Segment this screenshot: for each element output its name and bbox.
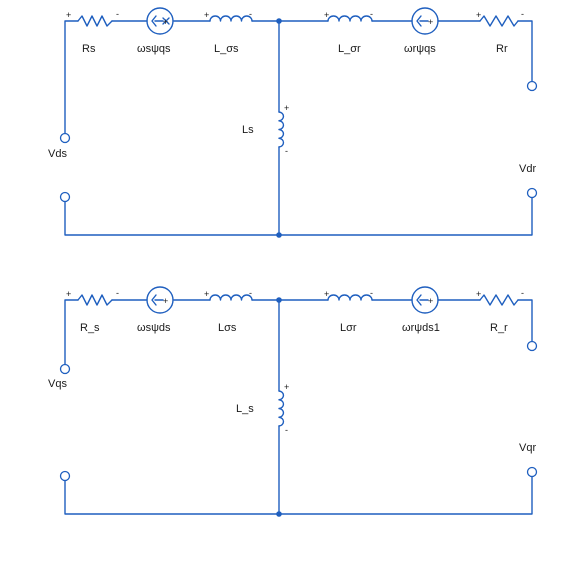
junction-node-top[interactable]: [276, 18, 282, 24]
label-rs: R_s: [80, 322, 100, 334]
wire-stator-left[interactable]: [64, 299, 79, 365]
terminal-stator-bottom[interactable]: [59, 470, 71, 482]
lsig-s-minus: -: [249, 288, 252, 298]
label-magnetizing: L_s: [236, 403, 254, 415]
label-v-stator: Vqs: [48, 378, 67, 390]
lsig-s-minus: -: [249, 9, 252, 19]
label-source-stator: ωsψqs: [137, 43, 171, 55]
terminal-rotor-top[interactable]: [526, 340, 538, 352]
lm-plus: +: [284, 382, 289, 392]
d-axis-wires: [64, 20, 533, 236]
lsig-r-minus: -: [370, 288, 373, 298]
inductor-lsig-r[interactable]: [327, 294, 373, 301]
inductor-lsig-s[interactable]: [209, 15, 253, 22]
resistor-rr[interactable]: [479, 15, 519, 27]
source-plus-icon: +: [428, 296, 433, 306]
lsig-r-plus: +: [324, 289, 329, 299]
wire-bottom-return[interactable]: [64, 475, 533, 515]
rs-minus: -: [116, 9, 119, 19]
lm-minus: -: [285, 146, 288, 156]
label-source-rotor: ωrψqs: [404, 43, 436, 55]
lsig-s-plus: +: [204, 10, 209, 20]
label-v-stator: Vds: [48, 148, 67, 160]
controlled-source-rotor[interactable]: +: [411, 286, 439, 314]
resistor-rs[interactable]: [77, 294, 113, 306]
terminal-rotor-top[interactable]: [526, 80, 538, 92]
junction-node-bottom[interactable]: [276, 511, 282, 517]
inductor-lsig-s[interactable]: [209, 294, 253, 301]
terminal-rotor-bottom[interactable]: [526, 187, 538, 199]
rr-minus: -: [521, 9, 524, 19]
label-source-stator: ωsψds: [137, 322, 171, 334]
rr-minus: -: [521, 288, 524, 298]
label-source-rotor: ωrψds1: [402, 322, 440, 334]
terminal-stator-bottom[interactable]: [59, 191, 71, 203]
label-v-rotor: Vqr: [519, 442, 536, 454]
label-lsig-s: L_σs: [214, 43, 239, 55]
wire-rotor-right[interactable]: [517, 299, 533, 343]
source-plus-icon: +: [163, 296, 168, 306]
junction-node-top[interactable]: [276, 297, 282, 303]
lm-minus: -: [285, 425, 288, 435]
lsig-s-plus: +: [204, 289, 209, 299]
terminal-rotor-bottom[interactable]: [526, 466, 538, 478]
lsig-r-plus: +: [324, 10, 329, 20]
resistor-rr[interactable]: [479, 294, 519, 306]
q-axis-wires: [64, 299, 533, 515]
resistor-rs[interactable]: [77, 15, 113, 27]
rs-minus: -: [116, 288, 119, 298]
lsig-r-minus: -: [370, 9, 373, 19]
label-rr: Rr: [496, 43, 508, 55]
wire-rotor-right[interactable]: [517, 20, 533, 83]
wire-stator-left[interactable]: [64, 20, 79, 135]
controlled-source-rotor[interactable]: +: [411, 7, 439, 35]
inductor-magnetizing[interactable]: [278, 111, 285, 148]
controlled-source-stator[interactable]: +: [146, 7, 174, 35]
q-axis-circuit: + - R_s + ωsψds + - Lσs + - Lσr + ωrψds1…: [48, 286, 538, 517]
terminal-stator-top[interactable]: [59, 363, 71, 375]
inductor-magnetizing[interactable]: [278, 390, 285, 427]
wire-bottom-return[interactable]: [64, 196, 533, 236]
label-lsig-r: L_σr: [338, 43, 361, 55]
rs-plus: +: [66, 289, 71, 299]
source-plus-icon: +: [163, 17, 168, 27]
rr-plus: +: [476, 289, 481, 299]
controlled-source-stator[interactable]: +: [146, 286, 174, 314]
source-plus-icon: +: [428, 17, 433, 27]
inductor-lsig-r[interactable]: [327, 15, 373, 22]
lm-plus: +: [284, 103, 289, 113]
label-magnetizing: Ls: [242, 124, 254, 136]
d-axis-circuit: + - Rs + ωsψqs + - L_σs + - L_σr + ωrψqs: [48, 7, 538, 238]
label-v-rotor: Vdr: [519, 163, 536, 175]
label-rr: R_r: [490, 322, 508, 334]
terminal-stator-top[interactable]: [59, 132, 71, 144]
label-rs: Rs: [82, 43, 96, 55]
label-lsig-r: Lσr: [340, 322, 357, 334]
rs-plus: +: [66, 10, 71, 20]
label-lsig-s: Lσs: [218, 322, 237, 334]
rr-plus: +: [476, 10, 481, 20]
junction-node-bottom[interactable]: [276, 232, 282, 238]
